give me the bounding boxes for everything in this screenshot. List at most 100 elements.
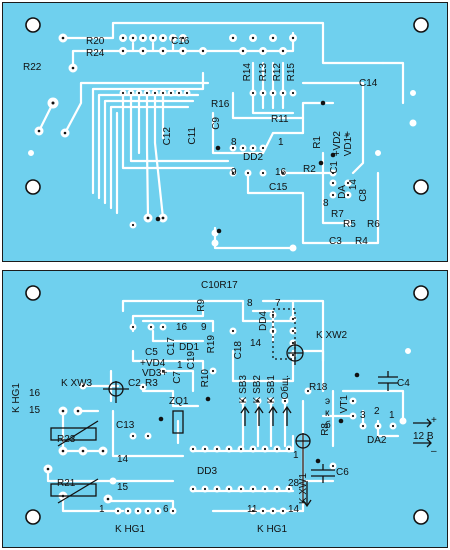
label-pin14: 14 [250,338,262,349]
label-c11: C11 [187,127,198,145]
label-c2: C2 [128,378,141,389]
label-ksb2: K SB2 [252,375,263,404]
label-r11: R11 [271,114,289,125]
top-pcb-traces [25,17,429,252]
label-r20: R20 [86,36,105,47]
label-r2: R2 [303,164,316,175]
label-pin1d: 1 [99,504,105,515]
label-pin6: 6 [163,504,169,515]
label-c5: C5 [145,347,158,358]
label-r15: R15 [286,63,297,82]
label-plus: + [431,415,437,426]
label-c6: C6 [336,467,349,478]
label-c18: C18 [233,341,244,360]
label-pin16: 16 [275,167,287,178]
label-r7: R7 [331,209,344,220]
label-k: к [325,408,330,419]
label-c13: C13 [116,420,135,431]
label-da: DA [337,185,348,199]
label-r21: R21 [57,478,76,489]
label-pin9: 9 [201,322,207,333]
label-r16: R16 [211,99,230,110]
mounting-hole [25,17,41,33]
label-pin15: 15 [29,405,41,416]
label-c4: C4 [397,378,410,389]
label-vd4: +VD4 [140,358,166,369]
label-c1: C1 [329,161,340,174]
label-r6: R6 [367,219,380,230]
label-dd4: DD4 [258,311,269,332]
bottom-component-group [50,308,432,508]
label-vt1: VT1 [339,395,350,414]
label-kxw3: K XW3 [61,378,93,389]
label-r10: R10 [200,369,211,388]
label-pin16b: 16 [29,388,41,399]
label-r5: R5 [343,219,356,230]
label-c12: C12 [162,127,173,146]
bottom-via-group [158,372,360,464]
label-pin1: 1 [278,137,284,148]
label-dd1: DD1 [179,342,200,353]
mounting-hole [25,509,41,525]
label-c17: C17 [166,337,177,356]
label-pin3: 3 [360,410,366,421]
label-e: э [325,396,331,407]
label-r18: R18 [309,382,328,393]
label-r23: R23 [57,434,76,445]
label-r3: R3 [145,378,158,389]
label-r22: R22 [23,62,42,73]
label-dd2: DD2 [243,152,264,163]
label-pin28: 28 [288,478,300,489]
label-c7: C7 [172,371,183,384]
label-r1: R1 [312,136,323,149]
mounting-hole [25,285,41,301]
label-plus: + [344,131,350,141]
label-kxw1: K XW1 [298,473,309,505]
top-pcb-board: R20 R24 R22 C16 R14 R13 R12 R15 C14 R16 … [2,2,448,262]
label-pin14c: 14 [288,504,300,515]
resistor-outline [50,427,97,441]
label-12v: 12 В [413,431,434,442]
label-minus: – [431,446,437,457]
label-ksb3: K SB3 [238,375,249,404]
label-pin1b: 1 [389,410,395,421]
label-pin16: 16 [176,322,188,333]
mounting-hole [25,179,41,195]
label-pin7: 7 [275,298,281,309]
label-pin8: 8 [247,298,253,309]
label-pin8: 8 [231,137,237,148]
mounting-hole [413,285,429,301]
label-vd2: +VD2 [332,131,343,157]
label-pin15b: 15 [117,482,129,493]
label-pin1c: 1 [293,450,299,461]
label-c19: C19 [186,351,197,370]
label-r13: R13 [258,63,269,82]
label-pin2: 2 [374,406,380,417]
label-r24: R24 [86,48,105,59]
label-ksb1: K SB1 [266,375,277,404]
label-c15: C15 [269,182,288,193]
label-c9: C9 [211,117,222,130]
mounting-hole [413,509,429,525]
label-pin9: 9 [231,167,237,178]
label-zq1: ZQ1 [169,396,189,407]
label-c14: C14 [359,78,378,89]
label-pin14b: 14 [117,454,129,465]
label-obsh: Общ. [280,375,291,400]
label-khg1-bottom-left: K HG1 [115,524,146,535]
label-vd3: VD3+ [142,368,168,379]
label-dd3: DD3 [197,466,218,477]
label-khg1-bottom-right: K HG1 [257,524,288,535]
crystal-outline [172,410,184,434]
label-r14: R14 [242,63,253,82]
label-r19: R19 [206,335,217,354]
top-pad-group [28,33,417,252]
label-pin8b: 8 [323,198,329,209]
label-b: б [325,420,331,431]
label-r12: R12 [272,63,283,82]
chip-outline [272,308,296,360]
label-da2: DA2 [367,435,387,446]
label-c16: C16 [171,36,190,47]
label-c8: C8 [358,189,369,202]
label-r4: R4 [355,236,368,247]
